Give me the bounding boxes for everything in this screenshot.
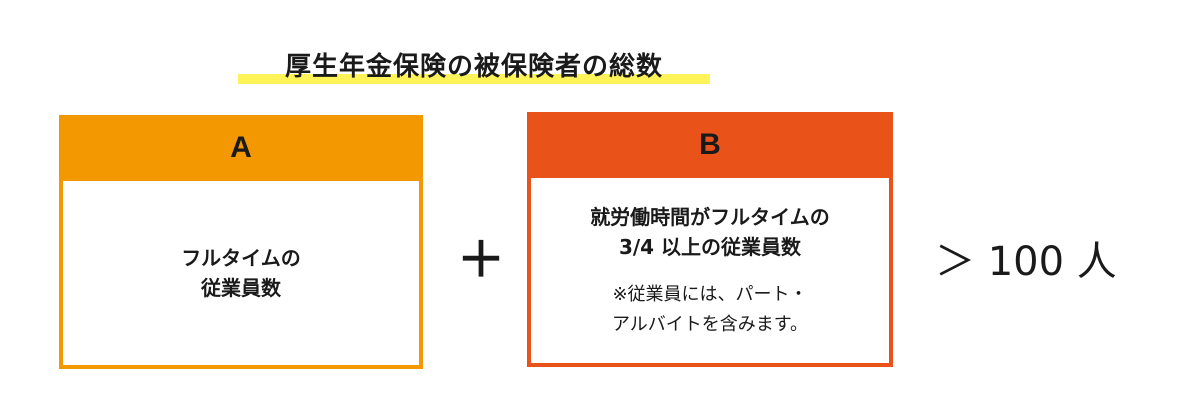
plus-operator: ＋ bbox=[456, 234, 505, 287]
box-b-body: 就労働時間がフルタイムの 3/4 以上の従業員数 ※従業員には、パート・ アルバ… bbox=[531, 178, 889, 363]
box-a-header: A bbox=[59, 115, 423, 181]
title-block: 厚生年金保険の被保険者の総数 bbox=[238, 42, 710, 86]
result-condition: ＞ 100 人 bbox=[935, 239, 1117, 285]
box-b-note: ※従業員には、パート・ アルバイトを含みます。 bbox=[611, 283, 809, 335]
diagram-title: 厚生年金保険の被保険者の総数 bbox=[284, 52, 663, 82]
box-a: A フルタイムの 従業員数 bbox=[59, 115, 423, 369]
title-highlight bbox=[238, 74, 710, 84]
box-b-header: B bbox=[527, 112, 893, 178]
box-b: B 就労働時間がフルタイムの 3/4 以上の従業員数 ※従業員には、パート・ ア… bbox=[527, 112, 893, 367]
box-a-body: フルタイムの 従業員数 bbox=[63, 181, 419, 365]
box-b-text: 就労働時間がフルタイムの 3/4 以上の従業員数 bbox=[590, 204, 830, 259]
box-a-text: フルタイムの 従業員数 bbox=[181, 246, 301, 300]
